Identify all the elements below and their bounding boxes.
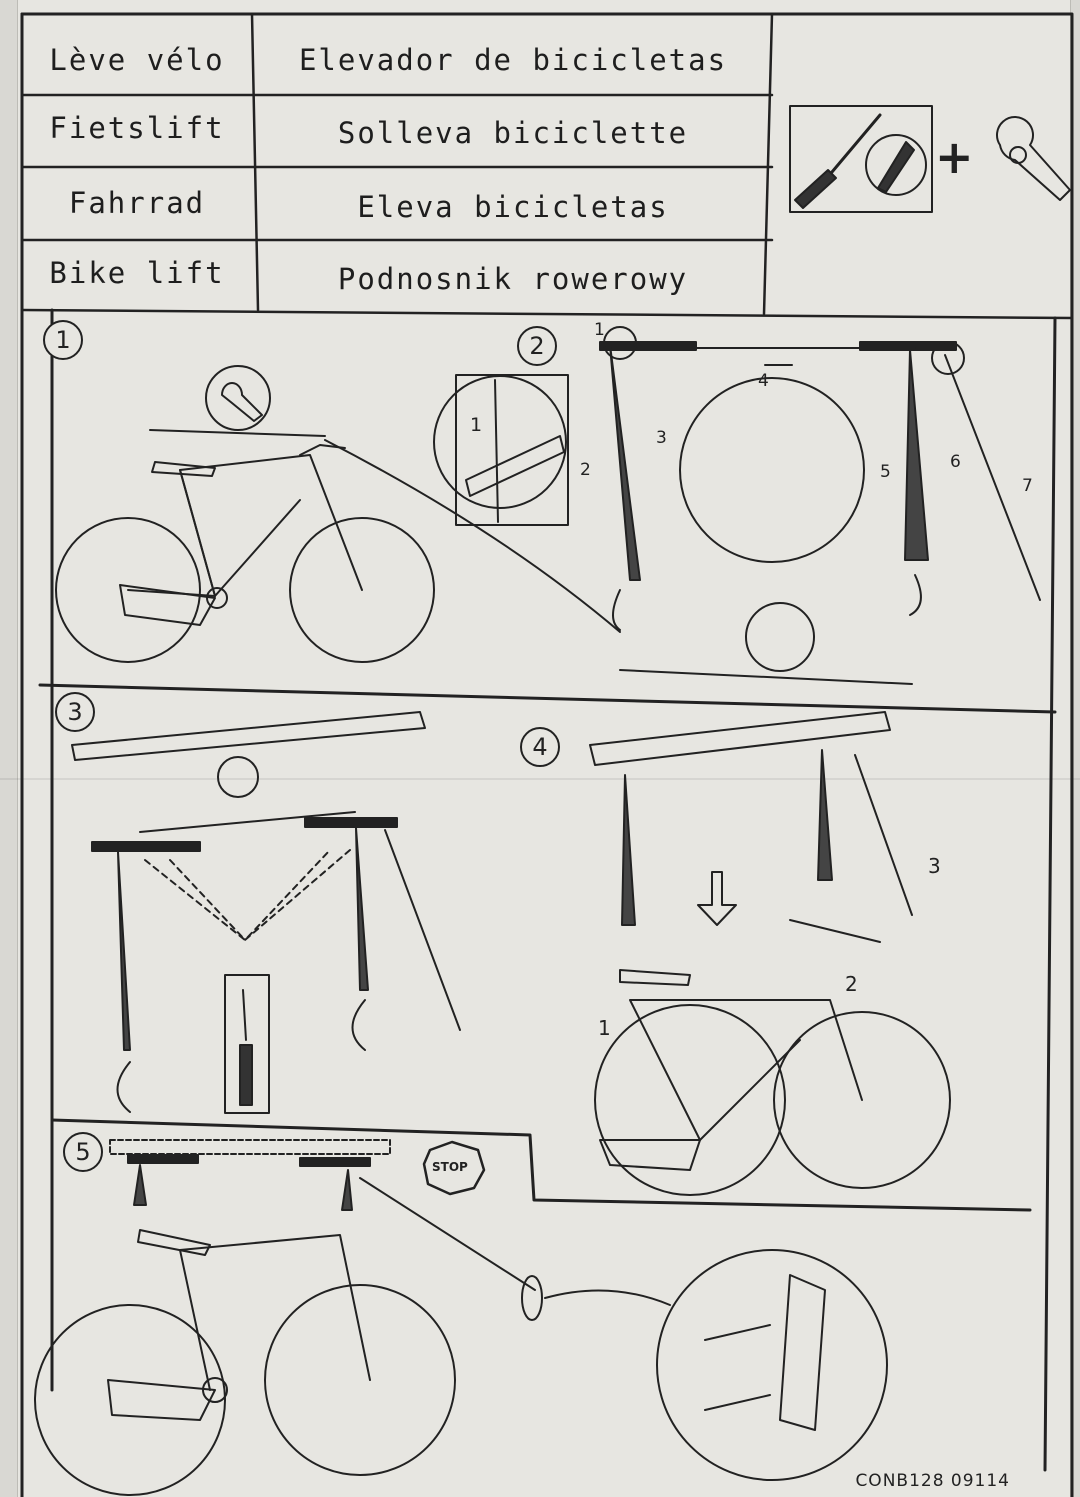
step5-stored [34, 1139, 888, 1496]
title-pt: Eleva bicicletas [357, 190, 669, 224]
panel-divider [38, 683, 1057, 714]
document-code: CONB128 09114 [855, 1471, 1010, 1491]
step2-label: 5 [880, 462, 891, 482]
step-3-badge: 3 [55, 692, 95, 732]
title-fr: Lève vélo [49, 43, 225, 77]
plus-sign: + [935, 130, 974, 184]
step-2-badge: 2 [517, 326, 557, 366]
step-1-badge: 1 [43, 320, 83, 360]
step4-lifting [589, 711, 951, 1196]
step4-label: 2 [845, 972, 858, 996]
step2-label: 2 [580, 460, 591, 480]
paper-fold [0, 778, 1080, 780]
tools-illustration [789, 105, 1071, 213]
step2-label: 6 [950, 452, 961, 472]
step2-label: 1 [594, 320, 605, 340]
title-table-grid [20, 12, 1074, 320]
step2-label: 1 [470, 414, 483, 436]
title-nl: Fietslift [49, 111, 225, 145]
step2-label: 3 [656, 428, 667, 448]
title-it: Solleva biciclette [337, 116, 689, 150]
step3-mounting [71, 711, 461, 1114]
outer-frame [20, 12, 1074, 1497]
title-de: Fahrrad [68, 186, 206, 220]
title-pl: Podnosnik rowerowy [337, 262, 689, 296]
step-5-badge: 5 [63, 1132, 103, 1172]
step1-bicycle [55, 365, 621, 663]
step2-label: 7 [1022, 476, 1033, 496]
stop-sign: STOP [432, 1160, 468, 1174]
step4-label: 1 [598, 1016, 611, 1040]
step-4-badge: 4 [520, 727, 560, 767]
panel-divider [50, 1118, 1032, 1212]
step4-label: 3 [928, 854, 941, 878]
title-en: Bike lift [49, 256, 225, 290]
title-es: Elevador de bicicletas [298, 43, 728, 77]
step2-label: 4 [758, 371, 769, 391]
step2-pulley [433, 326, 1041, 685]
